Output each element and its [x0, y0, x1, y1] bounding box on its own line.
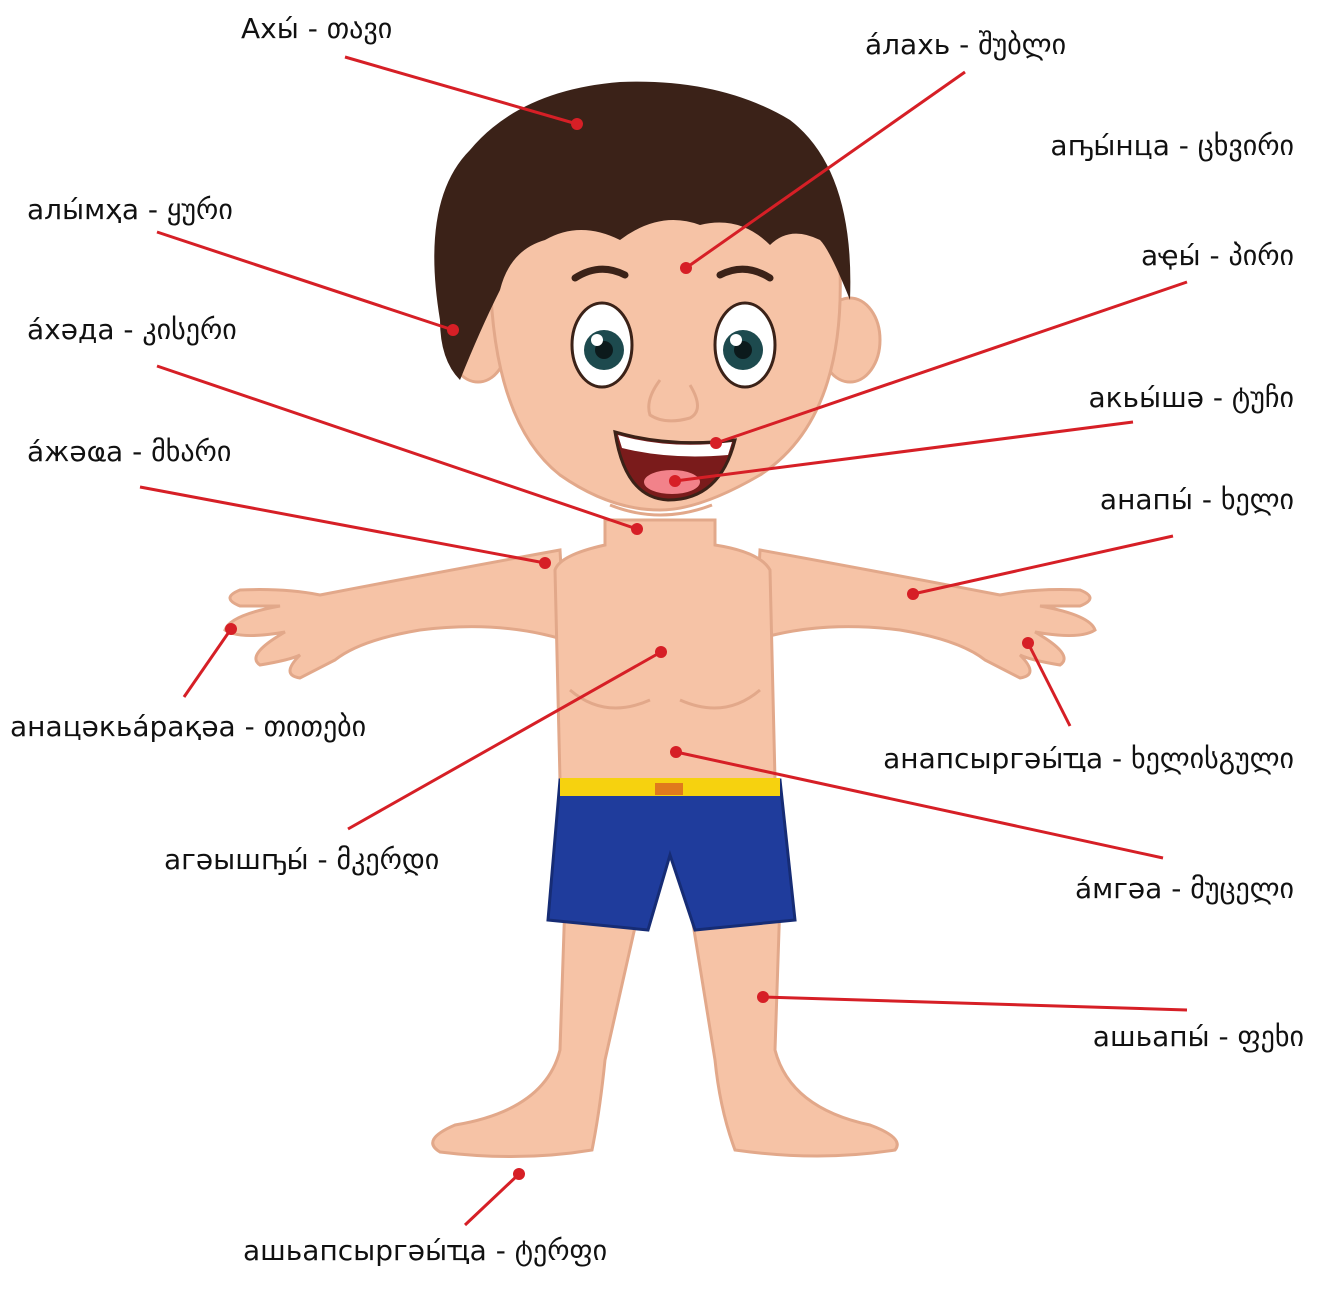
label-ear: алы́мҳа - ყური — [27, 193, 233, 226]
label-leg: ашьапы́ - ფეხი — [1093, 1020, 1304, 1053]
buckle — [655, 783, 683, 795]
leader-foot — [465, 1174, 519, 1225]
label-head: Ахы́ - თავი — [241, 12, 392, 45]
label-mouth: аҿы́ - პირი — [1141, 239, 1294, 272]
leader-hand — [913, 536, 1173, 594]
leader-fingers — [184, 629, 231, 697]
leader-head — [345, 57, 577, 124]
label-neck: а́хәда - კისერი — [27, 313, 237, 346]
legs — [433, 900, 897, 1157]
label-fingers: анацәкьа́рақәа - თითები — [10, 710, 366, 743]
label-lips: акьы́шә - ტუჩი — [1088, 381, 1294, 414]
label-hand: анапы́ - ხელი — [1100, 483, 1294, 516]
label-nose: аҧы́нца - ცხვირი — [1050, 129, 1294, 162]
label-belly: а́мгәа - მუცელი — [1075, 872, 1294, 905]
label-forehead: а́лахь - შუბლი — [865, 28, 1066, 61]
boy-illustration — [225, 82, 1095, 1157]
label-chest: агәышҧы́ - მკერდი — [164, 843, 439, 876]
leader-shoulder — [140, 487, 545, 563]
leader-leg — [763, 997, 1187, 1010]
shorts — [548, 778, 795, 930]
label-foot: ашьапсыргәы́ҵа - ტერფი — [243, 1234, 607, 1267]
label-shoulder: а́жәҩа - მხარი — [27, 435, 231, 468]
label-palm: анапсыргәы́ҵа - ხელისგული — [883, 742, 1294, 775]
